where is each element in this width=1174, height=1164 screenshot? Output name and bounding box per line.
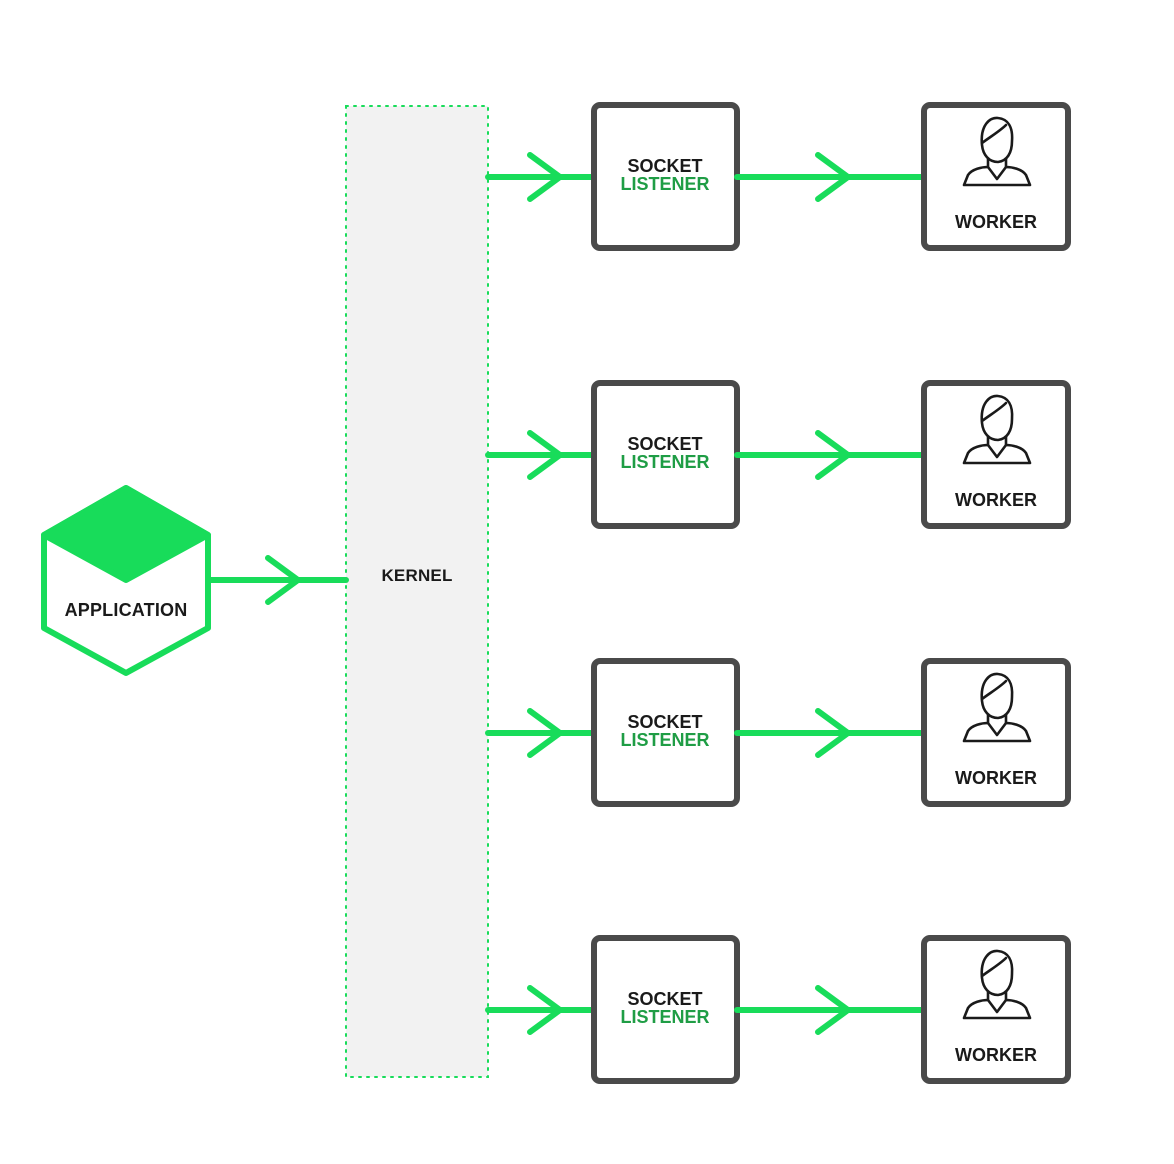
socket-label-line2: LISTENER	[620, 452, 710, 472]
socket-to-worker-arrow	[734, 985, 927, 1035]
worker-label: WORKER	[955, 1045, 1037, 1065]
person-icon	[962, 672, 1032, 743]
row-2	[485, 380, 1071, 529]
socket-label-line1: SOCKET	[627, 156, 703, 176]
socket-to-worker-arrow	[734, 152, 927, 202]
socket-label-line2: LISTENER	[620, 1007, 710, 1027]
person-icon	[962, 394, 1032, 465]
socket-label-line2: LISTENER	[620, 730, 710, 750]
row-4	[485, 935, 1071, 1084]
kernel-to-socket-arrow	[485, 708, 597, 758]
application-cube-top	[41, 485, 211, 583]
socket-label-line2: LISTENER	[620, 174, 710, 194]
kernel-to-socket-arrow	[485, 152, 597, 202]
socket-label-line1: SOCKET	[627, 434, 703, 454]
socket-to-worker-arrow	[734, 430, 927, 480]
kernel-label: KERNEL	[381, 566, 453, 585]
person-icon	[962, 949, 1032, 1020]
worker-label: WORKER	[955, 490, 1037, 510]
kernel-to-socket-arrow	[485, 430, 597, 480]
application-node	[41, 485, 211, 676]
kernel-to-socket-arrow	[485, 985, 597, 1035]
row-1	[485, 102, 1071, 251]
app-to-kernel-arrow	[207, 555, 349, 605]
worker-label: WORKER	[955, 212, 1037, 232]
row-3	[485, 658, 1071, 807]
application-label: APPLICATION	[64, 600, 188, 620]
person-icon	[962, 116, 1032, 187]
worker-label: WORKER	[955, 768, 1037, 788]
kernel-bar	[345, 105, 489, 1078]
socket-label-line1: SOCKET	[627, 989, 703, 1009]
socket-label-line1: SOCKET	[627, 712, 703, 732]
socket-to-worker-arrow	[734, 708, 927, 758]
